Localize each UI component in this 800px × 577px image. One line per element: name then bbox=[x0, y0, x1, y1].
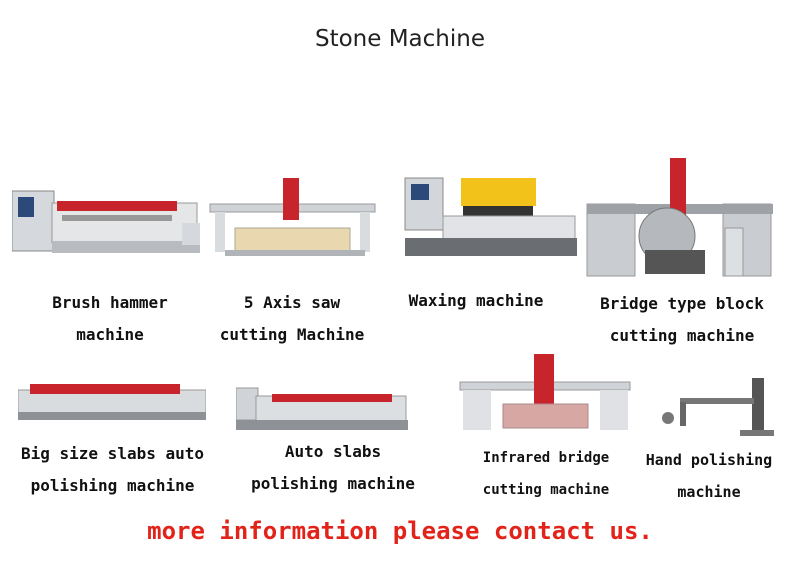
bridge-block-cutting-image bbox=[586, 158, 773, 277]
infrared-bridge-cutting-image bbox=[459, 354, 631, 430]
auto-slab-polishing-image bbox=[236, 387, 408, 430]
brush-hammer-machine-image bbox=[12, 190, 200, 253]
product-caption-waxing: Waxing machine bbox=[408, 291, 544, 310]
contact-footer: more information please contact us. bbox=[147, 517, 653, 545]
hand-polishing-machine-image bbox=[662, 378, 774, 436]
page-title: Stone Machine bbox=[314, 26, 485, 52]
big-slab-polishing-image bbox=[18, 384, 206, 420]
waxing-machine-image bbox=[404, 177, 577, 256]
five-axis-saw-image bbox=[209, 178, 376, 256]
